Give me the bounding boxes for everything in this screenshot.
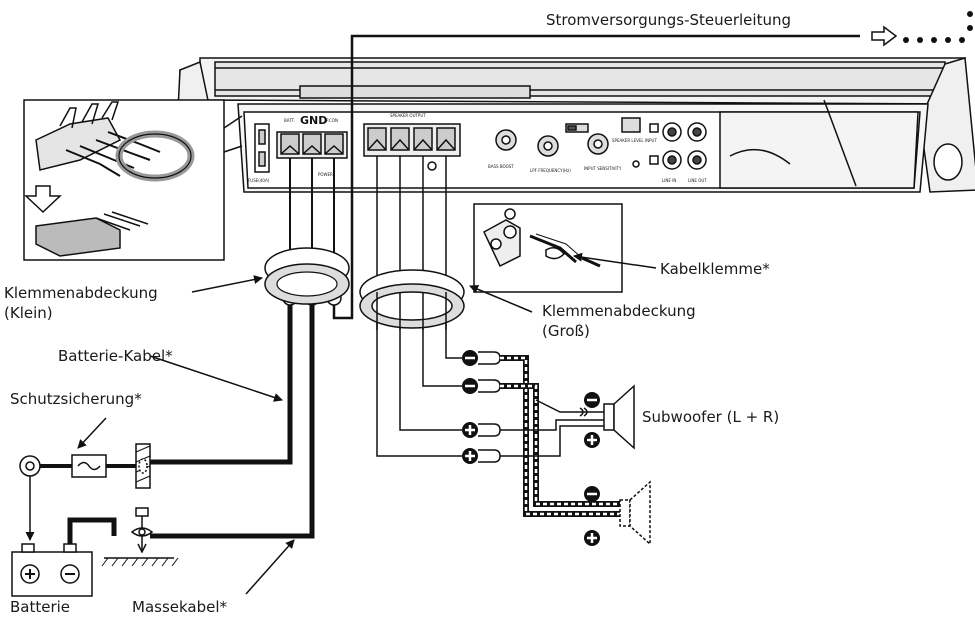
panel-line-out-label: LINE OUT [688, 178, 707, 183]
cable-clamp-inset [473, 203, 623, 293]
terminal-cover-small-label: Klemmenabdeckung [4, 284, 158, 302]
power-control-label: Stromversorgungs-Steuerleitung [546, 11, 791, 29]
power-control-arrow-icon [871, 25, 898, 47]
amplifier-unit [175, 57, 975, 193]
plus-symbol-1 [462, 422, 478, 438]
battery-label: Batterie [10, 598, 70, 616]
panel-fuse-label: FUSE(40A) [248, 178, 270, 183]
battery-circuit [11, 443, 179, 597]
leader-lines [77, 252, 657, 595]
terminal-cover-small-size: (Klein) [4, 304, 53, 322]
plus-symbol-4 [584, 530, 600, 546]
power-wires [146, 34, 860, 539]
terminal-inset-panel [23, 99, 243, 261]
panel-batt-label: BATT. [284, 118, 295, 123]
panel-input-sens-label: INPUT SENSITIVITY [584, 166, 622, 171]
terminal-cover-large-size: (Groß) [542, 322, 590, 340]
minus-symbol-3 [584, 392, 600, 408]
subwoofer-label: Subwoofer (L + R) [642, 408, 779, 426]
cable-clamp-label: Kabelklemme* [660, 260, 770, 278]
second-subwoofer-icon [619, 480, 651, 546]
panel-gnd-label: GND [300, 114, 327, 127]
panel-speaker-level-input-label: SPEAKER LEVEL INPUT [612, 138, 657, 143]
polarity-symbols [462, 350, 600, 546]
battery-cable-label: Batterie-Kabel* [58, 347, 173, 365]
plus-symbol-3 [584, 432, 600, 448]
terminal-cover-large-label: Klemmenabdeckung [542, 302, 696, 320]
plus-symbol-2 [462, 448, 478, 464]
panel-line-in-label: LINE IN [662, 178, 676, 183]
protection-fuse-label: Schutzsicherung* [10, 390, 142, 408]
panel-lpf-label: LPF FREQUENCY(Hz) [530, 168, 571, 173]
continuation-dots [903, 11, 973, 43]
minus-symbol-2 [462, 378, 478, 394]
ground-cable-label: Massekabel* [132, 598, 228, 616]
subwoofer-speaker-icon [603, 384, 635, 450]
panel-speaker-output-label: SPEAKER OUTPUT [390, 113, 426, 118]
panel-pcon-label: P.CON [326, 118, 338, 123]
speaker-wires [359, 156, 636, 517]
minus-symbol-4 [584, 486, 600, 502]
minus-symbol-1 [462, 350, 478, 366]
panel-bass-boost-label: BASS BOOST [488, 164, 514, 169]
panel-power-label: POWER [318, 172, 333, 177]
